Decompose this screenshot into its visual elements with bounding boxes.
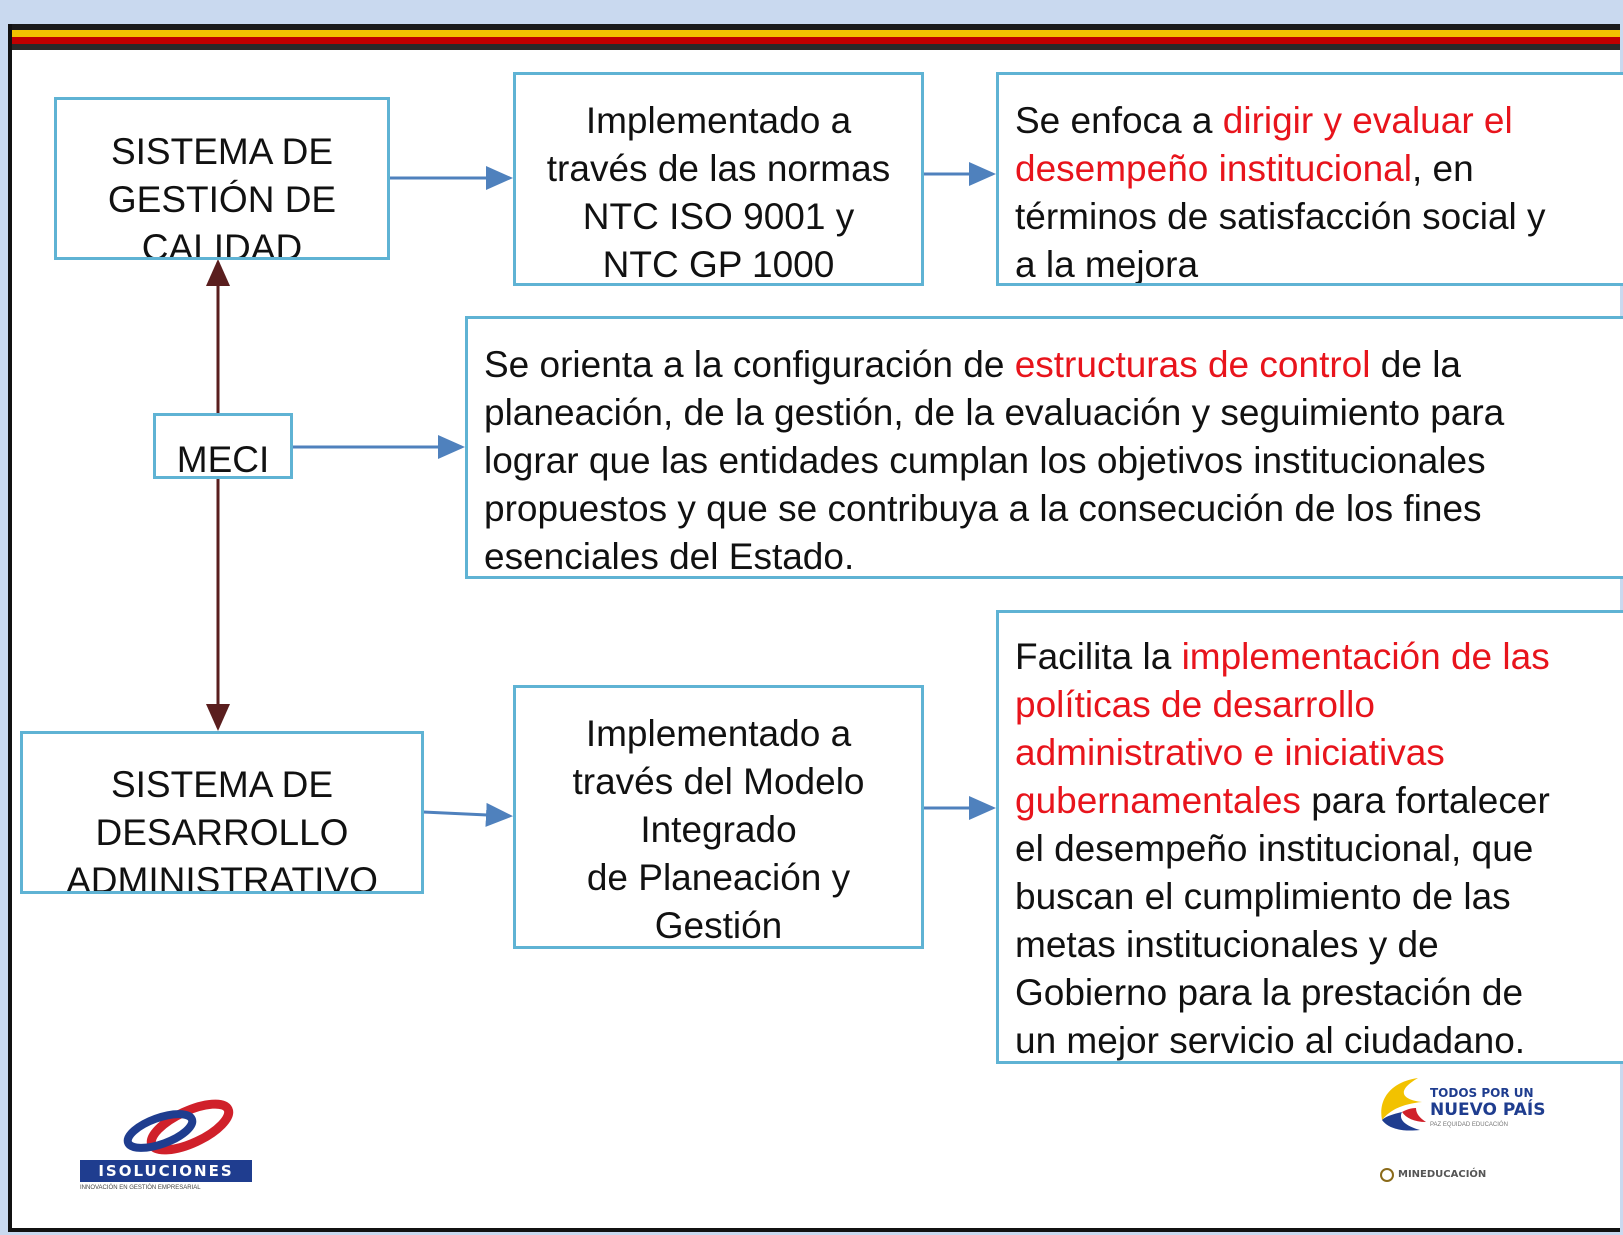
sgc-line-3: CALIDAD xyxy=(141,227,303,260)
sda-desc-line-5: el desempeño institucional, que xyxy=(1015,828,1534,869)
sda-desc-line-9: un mejor servicio al ciudadano. xyxy=(1015,1020,1526,1061)
meci-desc-line-5: esenciales del Estado. xyxy=(484,536,855,577)
sgc-desc-line-1: Se enfoca a dirigir y evaluar el xyxy=(1015,97,1513,145)
ministry-name: MINEDUCACIÓN xyxy=(1398,1169,1487,1180)
sda-impl-line-5: Gestión xyxy=(654,905,783,946)
sgc-line-1: SISTEMA DE xyxy=(110,131,334,172)
isoluciones-logo: ISOLUCIONES INNOVACIÓN EN GESTIÓN EMPRES… xyxy=(80,1095,260,1195)
sgc-desc-highlight-2: desempeño institucional xyxy=(1015,148,1412,189)
sgc-box: SISTEMA DE GESTIÓN DE CALIDAD xyxy=(54,97,390,260)
sgc-impl-line-1: Implementado a xyxy=(585,100,852,141)
sda-desc-line-1: Facilita la implementación de las xyxy=(1015,633,1550,681)
sda-impl-line-2: través del Modelo xyxy=(572,761,865,802)
sda-line-2: DESARROLLO xyxy=(95,812,349,853)
gobierno-line-1: TODOS POR UN xyxy=(1430,1086,1534,1100)
sda-desc-line-8: Gobierno para la prestación de xyxy=(1015,972,1524,1013)
sgc-impl-line-2: través de las normas xyxy=(546,148,891,189)
sgc-description-box: Se enfoca a dirigir y evaluar el desempe… xyxy=(996,72,1623,286)
isoluciones-tagline: INNOVACIÓN EN GESTIÓN EMPRESARIAL xyxy=(80,1185,201,1191)
sgc-desc-line-4: a la mejora xyxy=(1015,244,1199,285)
gobierno-logo: TODOS POR UN NUEVO PAÍS PAZ EQUIDAD EDUC… xyxy=(1370,1070,1570,1200)
meci-description-box: Se orienta a la configuración de estruct… xyxy=(465,316,1623,579)
sgc-desc-line-2: desempeño institucional, en xyxy=(1015,145,1474,193)
gobierno-line-2: NUEVO PAÍS xyxy=(1430,1100,1546,1120)
sda-impl-line-1: Implementado a xyxy=(585,713,852,754)
meci-desc-line-4: propuestos y que se contribuya a la cons… xyxy=(484,488,1482,529)
sda-box: SISTEMA DE DESARROLLO ADMINISTRATIVO xyxy=(20,731,424,894)
top-stripe-dark-2 xyxy=(12,44,1620,50)
sda-desc-highlight-4: gubernamentales xyxy=(1015,780,1301,821)
gobierno-tagline: PAZ EQUIDAD EDUCACIÓN xyxy=(1430,1122,1508,1128)
sda-desc-line-2: políticas de desarrollo xyxy=(1015,684,1375,725)
top-stripe-yellow xyxy=(12,30,1620,37)
sda-implementation-box: Implementado a través del Modelo Integra… xyxy=(513,685,924,949)
sgc-line-2: GESTIÓN DE xyxy=(107,179,337,220)
meci-desc-line-1: Se orienta a la configuración de estruct… xyxy=(484,341,1461,389)
flag-swoosh-icon xyxy=(1381,1078,1426,1131)
meci-desc-line-3: lograr que las entidades cumplan los obj… xyxy=(484,440,1486,481)
sda-desc-line-7: metas institucionales y de xyxy=(1015,924,1439,965)
sgc-desc-highlight-1: dirigir y evaluar el xyxy=(1222,100,1513,141)
meci-desc-text-1a: Se orienta a la configuración de xyxy=(484,344,1015,385)
sda-line-1: SISTEMA DE xyxy=(110,764,334,805)
sda-impl-line-4: de Planeación y xyxy=(586,857,851,898)
sgc-desc-text-2b: , en xyxy=(1411,148,1474,189)
meci-box: MECI xyxy=(153,413,293,479)
sda-desc-line-4: gubernamentales para fortalecer xyxy=(1015,777,1550,825)
sda-desc-text-4b: para fortalecer xyxy=(1300,780,1550,821)
sda-description-box: Facilita la implementación de las políti… xyxy=(996,610,1623,1064)
isoluciones-mark-icon xyxy=(123,1099,234,1155)
sda-desc-highlight-1: implementación de las xyxy=(1181,636,1550,677)
sda-desc-line-3: administrativo e iniciativas xyxy=(1015,732,1445,773)
sgc-desc-text-1a: Se enfoca a xyxy=(1015,100,1223,141)
sgc-impl-line-4: NTC GP 1000 xyxy=(602,244,835,285)
sgc-desc-line-3: términos de satisfacción social y xyxy=(1015,196,1546,237)
top-stripe-red xyxy=(12,37,1620,44)
arrow-sda-to-impl xyxy=(422,802,513,827)
top-stripe-dark xyxy=(12,24,1620,30)
sgc-impl-line-3: NTC ISO 9001 y xyxy=(582,196,855,237)
meci-label: MECI xyxy=(176,439,270,479)
sda-impl-line-3: Integrado xyxy=(640,809,797,850)
sda-desc-line-6: buscan el cumplimiento de las xyxy=(1015,876,1511,917)
sda-line-3: ADMINISTRATIVO xyxy=(66,860,378,894)
meci-desc-text-1c: de la xyxy=(1370,344,1461,385)
isoluciones-name: ISOLUCIONES xyxy=(80,1160,252,1182)
sgc-implementation-box: Implementado a través de las normas NTC … xyxy=(513,72,924,286)
ministry-seal-icon xyxy=(1380,1168,1394,1182)
meci-desc-line-2: planeación, de la gestión, de la evaluac… xyxy=(484,392,1505,433)
meci-desc-highlight: estructuras de control xyxy=(1014,344,1371,385)
sda-desc-text-1a: Facilita la xyxy=(1015,636,1182,677)
